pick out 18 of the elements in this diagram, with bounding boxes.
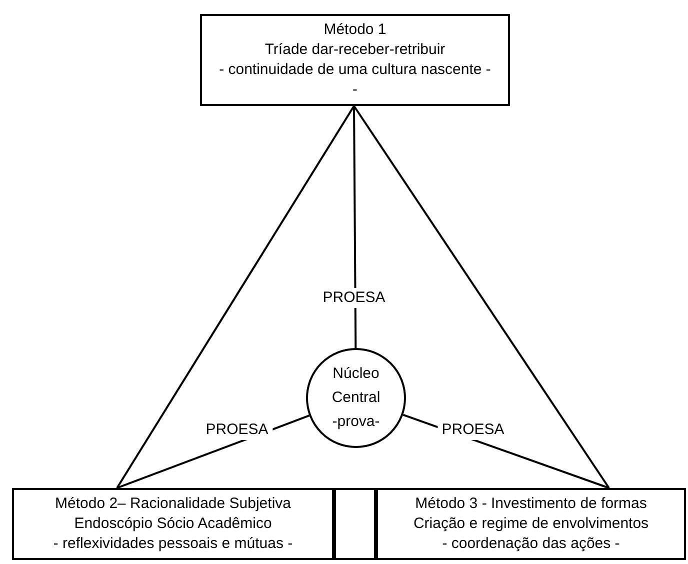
connector-line xyxy=(353,105,610,489)
node-text: Núcleo Central -prova- xyxy=(330,364,382,432)
box-text: - reflexividades pessoais e mútuas - xyxy=(53,534,293,554)
empty-box xyxy=(334,488,376,560)
connector-line xyxy=(353,106,357,348)
text-box xyxy=(12,488,334,560)
box-text: - coordenação das ações - xyxy=(442,534,620,554)
box-text: Tríade dar-receber-retribuir xyxy=(264,40,446,60)
box-heading: Método 3 - Investimento de formas xyxy=(415,494,647,514)
box-heading: Método 2– Racionalidade Subjetiva xyxy=(55,494,291,514)
text-box xyxy=(200,14,510,106)
box-text: Endoscópio Sócio Acadêmico xyxy=(74,514,272,534)
text-box xyxy=(376,488,686,560)
box-text: - continuidade de uma cultura nascente - xyxy=(219,60,491,80)
connector-line xyxy=(116,105,355,489)
box-heading: Método 1 xyxy=(324,20,386,40)
box-text: - xyxy=(352,80,358,100)
box-text: Criação e regime de envolvimentos xyxy=(413,514,649,534)
